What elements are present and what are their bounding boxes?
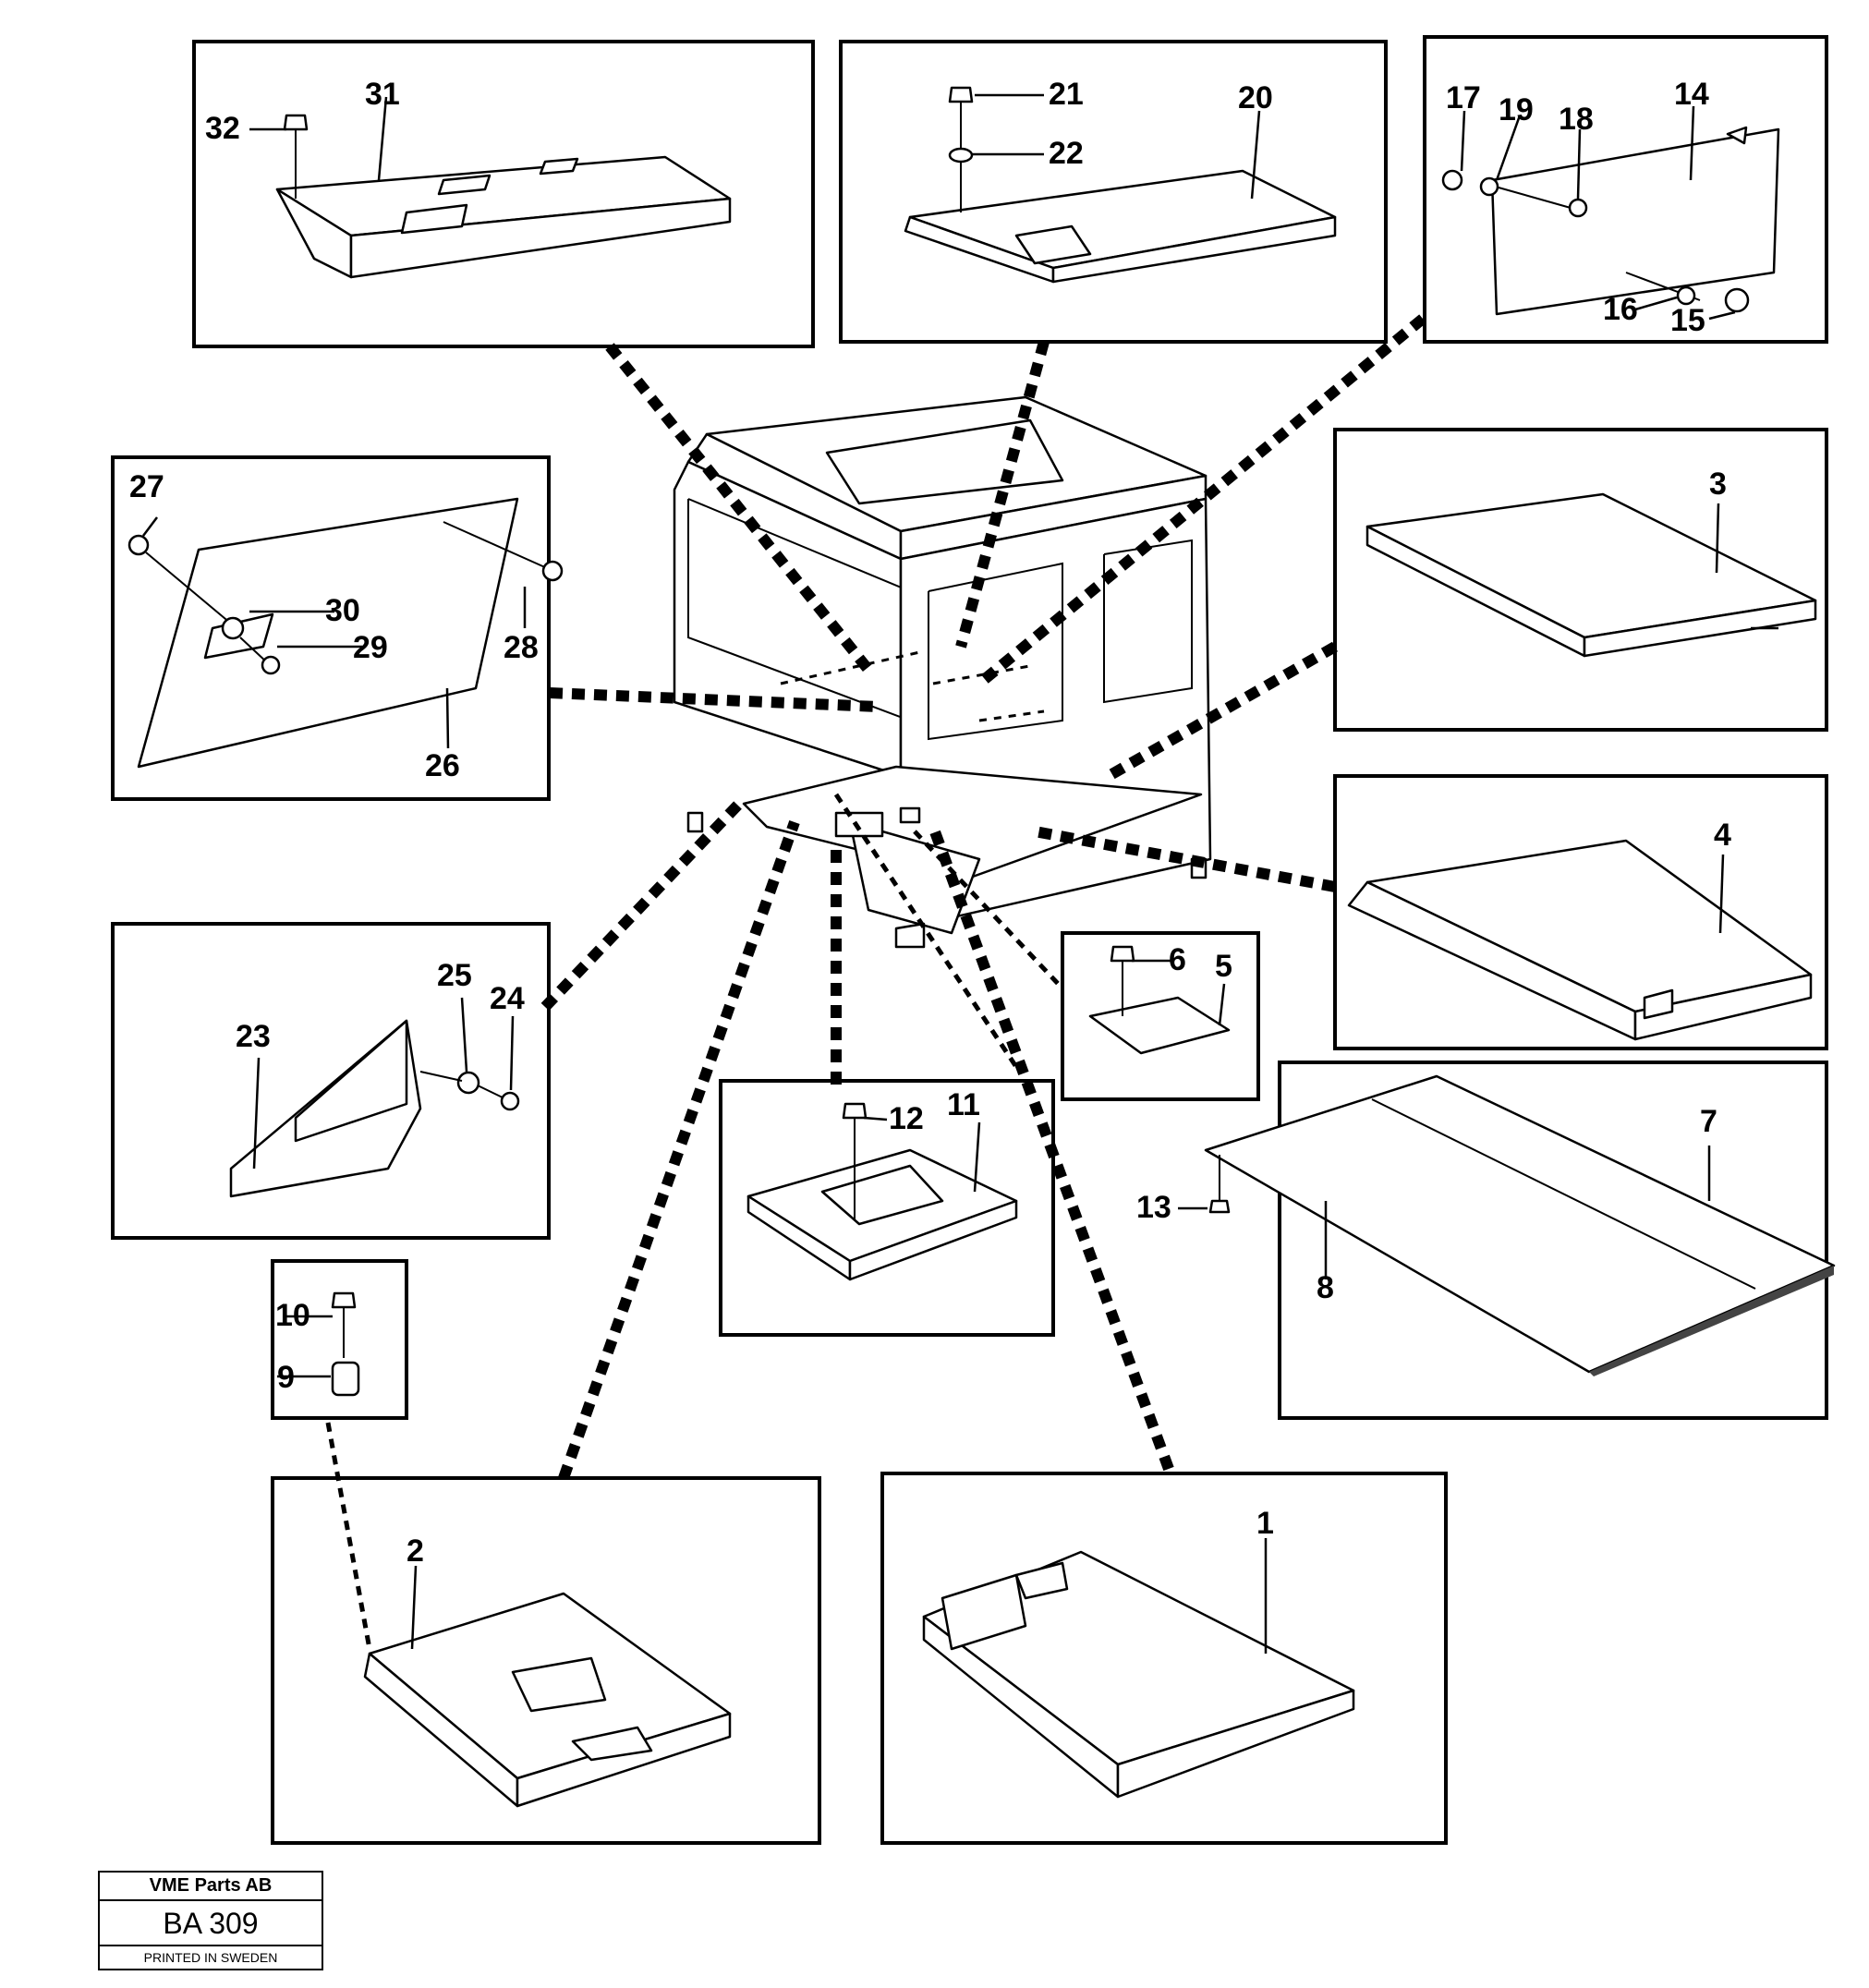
callout-17: 17 [1446, 80, 1481, 115]
callout-15: 15 [1670, 303, 1705, 338]
callout-7: 7 [1700, 1104, 1717, 1139]
callout-4: 4 [1714, 818, 1731, 853]
callout-26: 26 [425, 748, 460, 783]
panel-31-group [192, 40, 815, 348]
printed-note: PRINTED IN SWEDEN [143, 1950, 278, 1965]
panel-3-group [1333, 428, 1828, 732]
callout-2: 2 [407, 1533, 424, 1569]
panel-9-10-group [271, 1259, 408, 1420]
callout-27: 27 [129, 469, 164, 504]
callout-14: 14 [1674, 77, 1709, 112]
callout-19: 19 [1499, 92, 1534, 127]
panel-23-group [111, 922, 551, 1240]
callout-lines [325, 314, 1426, 1650]
callout-32: 32 [205, 111, 240, 146]
callout-8: 8 [1317, 1270, 1334, 1305]
callout-20: 20 [1238, 80, 1273, 115]
panel-11-group [719, 1079, 1055, 1337]
panel-5-group [1061, 931, 1260, 1101]
callout-5: 5 [1215, 949, 1232, 984]
panel-20-group [839, 40, 1388, 344]
callout-18: 18 [1559, 102, 1594, 137]
callout-22: 22 [1049, 136, 1084, 171]
company-name: VME Parts AB [100, 1873, 322, 1901]
callout-numbers: 32 31 21 22 20 17 19 18 14 16 15 27 30 2… [129, 77, 1731, 1569]
callout-11: 11 [947, 1087, 980, 1122]
panel-26-group [111, 455, 564, 801]
panel-2-group [271, 1476, 821, 1845]
panel-7-8-group [1204, 1061, 1836, 1420]
callout-24: 24 [490, 981, 525, 1016]
panel-1-group [880, 1472, 1448, 1845]
drawing-code: BA 309 [100, 1901, 322, 1946]
callout-10: 10 [275, 1298, 310, 1333]
callout-6: 6 [1169, 942, 1186, 977]
callout-16: 16 [1603, 292, 1638, 327]
callout-21: 21 [1049, 77, 1084, 112]
cab-assembly [673, 395, 1212, 949]
title-block: VME Parts AB BA 309 PRINTED IN SWEDEN [98, 1871, 323, 1970]
leader-lines [142, 93, 1778, 1654]
callout-13: 13 [1136, 1190, 1171, 1225]
callout-31: 31 [365, 77, 400, 112]
callout-28: 28 [504, 630, 539, 665]
panel-4-group [1333, 774, 1828, 1050]
callout-12: 12 [889, 1101, 924, 1136]
callout-3: 3 [1709, 467, 1727, 502]
callout-30: 30 [325, 593, 360, 628]
callout-1: 1 [1256, 1506, 1274, 1541]
panel-14-group [1423, 35, 1828, 344]
callout-25: 25 [437, 958, 472, 993]
callout-9: 9 [277, 1360, 295, 1395]
callout-23: 23 [236, 1019, 271, 1054]
callout-29: 29 [353, 630, 388, 665]
